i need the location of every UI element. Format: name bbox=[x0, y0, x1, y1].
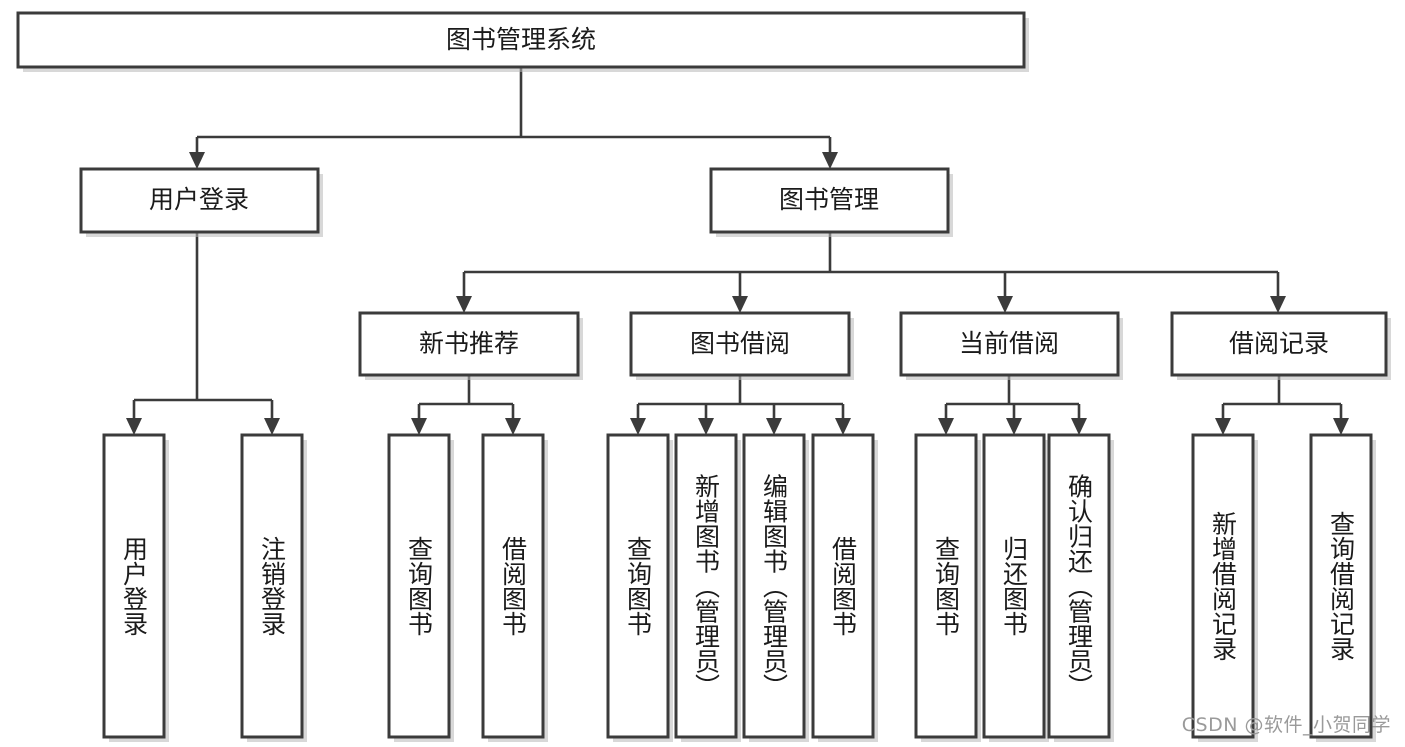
arrowhead-book-borrow bbox=[732, 296, 748, 313]
node-current-borrow-box bbox=[899, 311, 1120, 377]
arrowhead-leaf-query-book-1 bbox=[411, 418, 427, 435]
node-root[interactable]: 图书管理系统 bbox=[16, 11, 1029, 72]
node-leaf-return-book-box bbox=[982, 433, 1046, 739]
node-leaf-return-book[interactable]: 归还图书 bbox=[982, 433, 1049, 742]
node-user-login[interactable]: 用户登录 bbox=[79, 167, 323, 237]
arrowhead-borrow-record bbox=[1270, 296, 1286, 313]
node-leaf-query-book-1-label: 查询图书 bbox=[405, 536, 434, 636]
node-leaf-user-login[interactable]: 用户登录 bbox=[102, 433, 169, 742]
node-leaf-borrow-book-2[interactable]: 借阅图书 bbox=[811, 433, 878, 742]
node-book-manage-box bbox=[709, 167, 950, 234]
node-leaf-query-book-2[interactable]: 查询图书 bbox=[606, 433, 673, 742]
arrowhead-leaf-edit-book bbox=[766, 418, 782, 435]
node-leaf-user-login-box bbox=[102, 433, 166, 739]
node-new-book-rec-label: 新书推荐 bbox=[419, 329, 519, 358]
arrowhead-leaf-user-logout bbox=[264, 418, 280, 435]
node-leaf-add-book-label: 新增图书（管理员） bbox=[692, 474, 721, 699]
arrowhead-leaf-borrow-book-1 bbox=[505, 418, 521, 435]
node-leaf-borrow-book-2-label: 借阅图书 bbox=[829, 536, 858, 636]
arrowhead-current-borrow bbox=[997, 296, 1013, 313]
arrowhead-leaf-return-book bbox=[1006, 418, 1022, 435]
arrowhead-user-login bbox=[189, 152, 205, 169]
node-leaf-query-book-3-box bbox=[914, 433, 978, 739]
node-leaf-query-book-1[interactable]: 查询图书 bbox=[387, 433, 454, 742]
node-leaf-query-book-3[interactable]: 查询图书 bbox=[914, 433, 981, 742]
arrowhead-leaf-add-record bbox=[1215, 418, 1231, 435]
node-leaf-borrow-book-1-box bbox=[481, 433, 545, 739]
node-borrow-record-label: 借阅记录 bbox=[1229, 329, 1329, 358]
node-user-login-label: 用户登录 bbox=[149, 185, 249, 214]
node-leaf-add-book-box bbox=[674, 433, 738, 739]
node-leaf-add-record[interactable]: 新增借阅记录 bbox=[1191, 433, 1258, 742]
node-leaf-edit-book-label: 编辑图书（管理员） bbox=[760, 474, 789, 699]
node-leaf-query-book-1-box bbox=[387, 433, 451, 739]
node-leaf-query-record-label: 查询借阅记录 bbox=[1327, 511, 1356, 661]
node-leaf-edit-book[interactable]: 编辑图书（管理员） bbox=[742, 433, 809, 742]
node-root-box bbox=[16, 11, 1026, 69]
node-new-book-rec[interactable]: 新书推荐 bbox=[358, 311, 583, 380]
node-leaf-confirm-return-box bbox=[1047, 433, 1111, 739]
arrowhead-leaf-query-book-3 bbox=[938, 418, 954, 435]
node-leaf-confirm-return[interactable]: 确认归还（管理员） bbox=[1047, 433, 1114, 742]
edges-group bbox=[126, 67, 1349, 435]
node-book-manage[interactable]: 图书管理 bbox=[709, 167, 953, 237]
node-leaf-query-book-3-label: 查询图书 bbox=[932, 536, 961, 636]
node-leaf-add-record-box bbox=[1191, 433, 1255, 739]
node-leaf-user-logout-label: 注销登录 bbox=[258, 536, 287, 636]
node-leaf-user-logout[interactable]: 注销登录 bbox=[240, 433, 307, 742]
node-current-borrow-label: 当前借阅 bbox=[959, 329, 1059, 358]
node-leaf-user-logout-box bbox=[240, 433, 304, 739]
node-user-login-box bbox=[79, 167, 320, 234]
arrowhead-leaf-confirm-return bbox=[1071, 418, 1087, 435]
node-leaf-user-login-label: 用户登录 bbox=[120, 536, 149, 636]
node-book-borrow-box bbox=[629, 311, 851, 377]
node-new-book-rec-box bbox=[358, 311, 580, 377]
arrowhead-new-book-rec bbox=[456, 296, 472, 313]
node-leaf-query-book-2-box bbox=[606, 433, 670, 739]
node-leaf-confirm-return-label: 确认归还（管理员） bbox=[1065, 474, 1094, 699]
node-leaf-query-book-2-label: 查询图书 bbox=[624, 536, 653, 636]
node-leaf-query-record-box bbox=[1309, 433, 1373, 739]
node-leaf-add-book[interactable]: 新增图书（管理员） bbox=[674, 433, 741, 742]
node-book-manage-label: 图书管理 bbox=[779, 185, 879, 214]
arrowhead-leaf-user-login bbox=[126, 418, 142, 435]
arrowhead-leaf-borrow-book-2 bbox=[835, 418, 851, 435]
node-leaf-return-book-label: 归还图书 bbox=[1000, 536, 1029, 636]
arrowhead-book-manage bbox=[822, 152, 838, 169]
node-leaf-query-record[interactable]: 查询借阅记录 bbox=[1309, 433, 1376, 742]
node-book-borrow-label: 图书借阅 bbox=[690, 329, 790, 358]
node-leaf-edit-book-box bbox=[742, 433, 806, 739]
node-borrow-record[interactable]: 借阅记录 bbox=[1170, 311, 1391, 380]
node-current-borrow[interactable]: 当前借阅 bbox=[899, 311, 1123, 380]
node-leaf-add-record-label: 新增借阅记录 bbox=[1209, 511, 1238, 661]
arrowhead-leaf-query-book-2 bbox=[630, 418, 646, 435]
node-leaf-borrow-book-2-box bbox=[811, 433, 875, 739]
node-book-borrow[interactable]: 图书借阅 bbox=[629, 311, 854, 380]
node-root-label: 图书管理系统 bbox=[446, 25, 596, 54]
arrowhead-leaf-add-book bbox=[698, 418, 714, 435]
node-leaf-borrow-book-1[interactable]: 借阅图书 bbox=[481, 433, 548, 742]
node-borrow-record-box bbox=[1170, 311, 1388, 377]
arrowhead-leaf-query-record bbox=[1333, 418, 1349, 435]
node-leaf-borrow-book-1-label: 借阅图书 bbox=[499, 536, 528, 636]
